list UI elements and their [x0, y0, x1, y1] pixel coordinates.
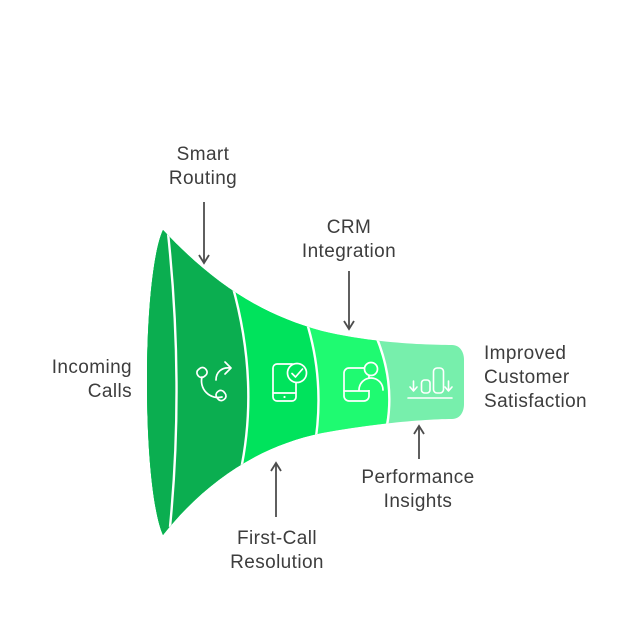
- bar-chart-arrows-icon: [407, 367, 453, 399]
- label-first-call-resolution: First-Call Resolution: [207, 527, 347, 575]
- divider-3: [374, 335, 391, 432]
- label-line: Improved: [484, 343, 567, 364]
- label-smart-routing: Smart Routing: [143, 143, 263, 191]
- arrow-crm-integration: [343, 271, 355, 331]
- label-incoming-calls: Incoming Calls: [14, 356, 132, 404]
- connector-arrows: [198, 202, 425, 517]
- label-line: Smart: [176, 144, 230, 165]
- phone-check-icon: [272, 362, 308, 402]
- label-line: Integration: [301, 241, 397, 262]
- label-line: Customer: [484, 367, 570, 388]
- arrow-performance-insights: [413, 424, 425, 459]
- segment-dividers: [166, 232, 391, 528]
- label-line: Resolution: [230, 552, 324, 573]
- label-line: Insights: [383, 491, 453, 512]
- label-line: Calls: [87, 381, 132, 402]
- label-line: CRM: [326, 217, 372, 238]
- label-line: Performance: [361, 467, 475, 488]
- label-line: Routing: [168, 168, 238, 189]
- divider-1: [230, 283, 250, 475]
- arrow-smart-routing: [198, 202, 210, 265]
- label-improved-customer-satisfaction: Improved Customer Satisfaction: [484, 342, 630, 414]
- label-line: Satisfaction: [484, 391, 588, 412]
- label-line: Incoming: [51, 357, 132, 378]
- funnel-mouth-lip: [166, 232, 178, 528]
- contact-device-icon: [343, 361, 384, 402]
- label-performance-insights: Performance Insights: [338, 466, 498, 514]
- arrow-first-call-resolution: [270, 461, 282, 517]
- label-line: First-Call: [237, 528, 317, 549]
- phone-forward-icon: [196, 361, 232, 402]
- segment-smart-routing: [147, 230, 250, 535]
- label-crm-integration: CRM Integration: [283, 216, 415, 264]
